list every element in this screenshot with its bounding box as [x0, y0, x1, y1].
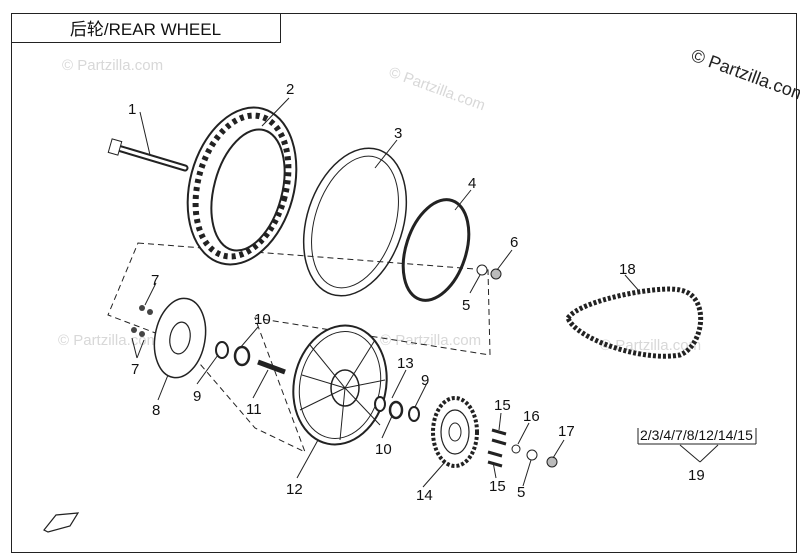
callout-16: 16	[523, 408, 540, 425]
washer-part	[476, 264, 488, 276]
nut-part	[490, 268, 502, 280]
callout-9: 9	[421, 372, 429, 389]
watermark: © Partzilla.com	[62, 57, 163, 74]
callout-12: 12	[286, 481, 303, 498]
callout-18: 18	[619, 261, 636, 278]
tube-part	[401, 198, 471, 302]
brake-disc-part	[153, 297, 207, 379]
callout-7: 7	[131, 361, 139, 378]
brake-bolts-part	[131, 305, 153, 337]
copyright-text: © Partzilla.com	[689, 45, 800, 105]
callout-2: 2	[286, 81, 294, 98]
kit-label: 2/3/4/7/8/12/14/15	[640, 427, 753, 443]
oil-seal-part	[408, 406, 420, 422]
callout-17: 17	[558, 423, 575, 440]
nut-part	[546, 456, 558, 468]
bearing-part	[388, 400, 404, 420]
bearing-part	[233, 345, 251, 367]
callout-14: 14	[416, 487, 433, 504]
sprocket-bolts-part	[487, 428, 507, 468]
diagram-frame	[11, 13, 797, 553]
drive-chain-part	[565, 286, 704, 359]
tire-part	[186, 106, 298, 266]
callout-7: 7	[151, 272, 159, 289]
callout-5: 5	[462, 297, 470, 314]
leader-lines	[131, 97, 719, 488]
washer-part	[526, 449, 538, 461]
callout-4: 4	[468, 175, 476, 192]
wheel-rim-part	[292, 324, 388, 446]
washer-part	[511, 444, 521, 454]
oil-seal-part	[215, 341, 229, 359]
diagram-title: 后轮/REAR WHEEL	[11, 13, 281, 43]
callout-13: 13	[397, 355, 414, 372]
callout-6: 6	[510, 234, 518, 251]
front-arrow-icon	[43, 512, 80, 533]
axle-part	[107, 138, 189, 172]
callout-11: 11	[246, 401, 262, 418]
watermark: © Partzilla.com	[387, 64, 488, 115]
rim-band-part	[302, 147, 408, 297]
callout-15: 15	[489, 478, 506, 495]
callout-15: 15	[494, 397, 511, 414]
callout-19: 19	[688, 467, 705, 484]
spacer-part	[257, 359, 286, 375]
callout-8: 8	[152, 402, 160, 419]
callout-3: 3	[394, 125, 402, 142]
callout-10: 10	[254, 311, 271, 328]
watermark: © Partzilla.com	[380, 332, 481, 349]
callout-10: 10	[375, 441, 392, 458]
callout-1: 1	[128, 101, 136, 118]
callout-9: 9	[193, 388, 201, 405]
sprocket-part	[431, 396, 479, 468]
callout-5: 5	[517, 484, 525, 501]
oil-seal-part	[374, 396, 386, 412]
